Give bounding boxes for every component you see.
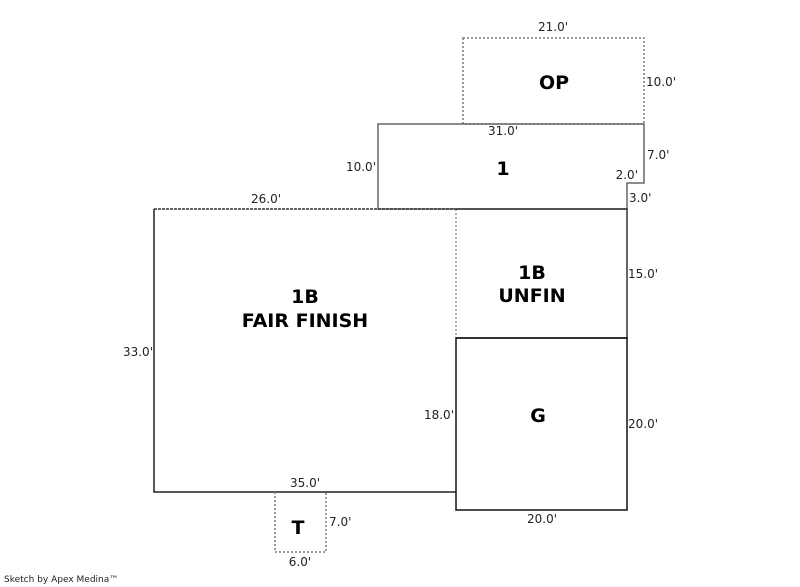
dim-t-right: 7.0'	[329, 515, 351, 529]
dim-garage-left: 18.0'	[424, 408, 454, 422]
dim-first-left: 10.0'	[346, 160, 376, 174]
area-basement-unfinished-label-2: UNFIN	[498, 285, 565, 307]
area-op-label: OP	[539, 72, 569, 94]
area-basement-finished-label-2: FAIR FINISH	[242, 310, 368, 332]
sketch-credit: Sketch by Apex Medina™	[4, 575, 118, 585]
dim-first-top: 31.0'	[488, 124, 518, 138]
area-t-label: T	[292, 517, 305, 539]
area-basement-finished-label-1: 1B	[291, 286, 319, 308]
area-garage-outline	[455, 337, 628, 511]
dim-garage-right: 20.0'	[628, 417, 658, 431]
dim-first-step: 2.0'	[616, 168, 638, 182]
dim-garage-bottom: 20.0'	[527, 512, 557, 526]
dim-basement-left: 33.0'	[123, 345, 153, 359]
dim-basement-bottom: 35.0'	[290, 476, 320, 490]
area-t-outline	[274, 492, 327, 553]
dim-op-top: 21.0'	[538, 20, 568, 34]
dim-first-right-lower: 3.0'	[629, 191, 651, 205]
dim-unfin-right: 15.0'	[628, 267, 658, 281]
dim-t-bottom: 6.0'	[289, 555, 311, 569]
area-basement-unfinished-label-1: 1B	[518, 262, 546, 284]
dim-first-right-upper: 7.0'	[647, 148, 669, 162]
dim-op-right: 10.0'	[646, 75, 676, 89]
dim-basement-top: 26.0'	[251, 192, 281, 206]
area-first-floor-label: 1	[496, 158, 509, 180]
area-basement-finished-outline	[153, 209, 456, 493]
area-garage-label: G	[530, 405, 546, 427]
